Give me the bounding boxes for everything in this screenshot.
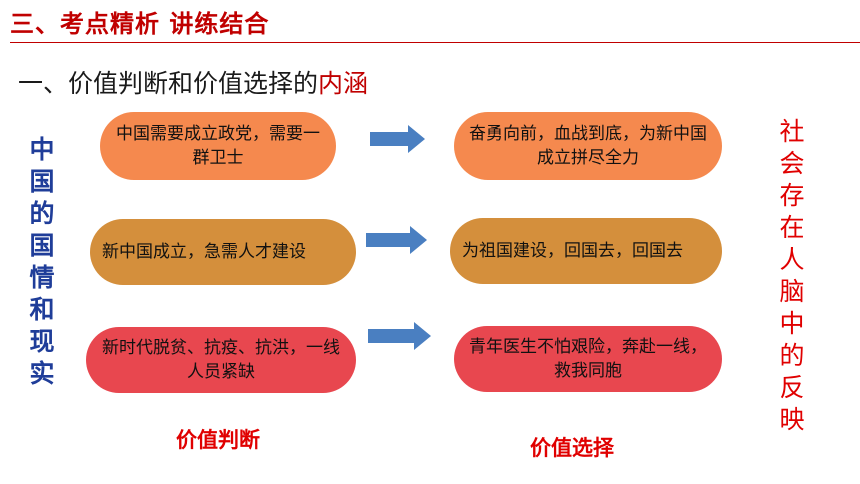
slide-header: 三、考点精析 讲练结合 [10, 10, 270, 38]
section-subtitle: 一、价值判断和价值选择的内涵 [18, 64, 368, 100]
left-vertical-label: 中国的国情和现实 [29, 135, 55, 388]
row-3-left-pill: 新时代脱贫、抗疫、抗洪，一线人员紧缺 [86, 327, 356, 393]
row-2-left-pill: 新中国成立，急需人才建设 [90, 219, 356, 285]
right-arrow-icon [368, 322, 431, 350]
header-divider [10, 42, 860, 43]
subtitle-prefix: 一、价值判断和价值选择的 [18, 69, 319, 98]
row-1-left-pill: 中国需要成立政党，需要一群卫士 [100, 112, 336, 180]
subtitle-highlight: 内涵 [318, 69, 369, 98]
row-3-right-pill: 青年医生不怕艰险，奔赴一线，救我同胞 [454, 326, 722, 392]
value-choice-label: 价值选择 [530, 436, 614, 460]
right-arrow-icon [370, 125, 425, 153]
right-arrow-icon [366, 226, 427, 254]
row-1-right-pill: 奋勇向前，血战到底，为新中国成立拼尽全力 [454, 112, 722, 180]
row-2-right-pill: 为祖国建设，回国去，回国去 [450, 218, 722, 284]
value-judgment-label: 价值判断 [176, 428, 260, 452]
right-vertical-label: 社会存在人脑中的反映 [779, 117, 805, 434]
